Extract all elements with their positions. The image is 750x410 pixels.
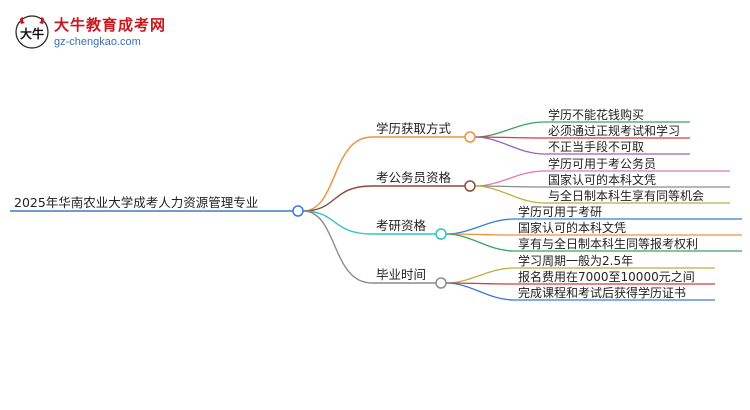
branch-label: 学历获取方式 (376, 121, 452, 136)
leaf-edge (445, 267, 515, 284)
leaf-edge (445, 282, 515, 301)
branch-label: 考研资格 (376, 218, 427, 233)
leaf-label: 不正当手段不可取 (548, 139, 644, 154)
branch-edge (302, 210, 373, 235)
leaf-label: 报名费用在7000至10000元之间 (518, 269, 695, 284)
leaf-label: 国家认可的本科文凭 (548, 172, 656, 187)
branch-node-dot (435, 228, 447, 240)
branch-node-dot (435, 277, 447, 289)
mindmap-edges (10, 121, 742, 301)
leaf-label: 学习周期一般为2.5年 (518, 253, 633, 268)
leaf-label: 学历可用于考研 (518, 204, 602, 219)
branch-edge (302, 210, 373, 284)
root-label: 2025年华南农业大学成考人力资源管理专业 (14, 195, 258, 210)
branch-node-dot (464, 131, 476, 143)
mindmap-nodes: 2025年华南农业大学成考人力资源管理专业 学历获取方式 学历不能花钱购买必须通过正… (14, 107, 704, 300)
leaf-edge (474, 121, 545, 138)
bull-logo-icon: 大牛 (15, 15, 49, 49)
svg-text:大牛: 大牛 (20, 26, 44, 41)
leaf-label: 享有与全日制本科生同等报考权利 (518, 236, 698, 251)
leaf-edge (474, 170, 545, 187)
branch-label: 毕业时间 (376, 267, 426, 282)
branch-edge (302, 136, 373, 212)
brand-url: gz-chengkao.com (54, 36, 141, 48)
leaf-edge (474, 136, 545, 155)
brand-logo: 大牛 大牛教育成考网 gz-chengkao.com (14, 12, 214, 56)
leaf-label: 与全日制本科生享有同等机会 (548, 188, 704, 203)
leaf-label: 完成课程和考试后获得学历证书 (518, 285, 686, 300)
branch-edge (302, 185, 373, 212)
leaf-label: 学历可用于考公务员 (548, 156, 656, 171)
leaf-edge (474, 185, 545, 204)
leaf-edge (445, 218, 515, 235)
leaf-label: 必须通过正规考试和学习 (548, 123, 680, 138)
leaf-label: 国家认可的本科文凭 (518, 220, 626, 235)
leaf-edge (445, 233, 515, 252)
branch-label: 考公务员资格 (376, 170, 452, 185)
leaf-label: 学历不能花钱购买 (548, 107, 644, 122)
branch-node-dot (464, 180, 476, 192)
root-node-dot (292, 205, 304, 217)
brand-name: 大牛教育成考网 (54, 16, 167, 34)
